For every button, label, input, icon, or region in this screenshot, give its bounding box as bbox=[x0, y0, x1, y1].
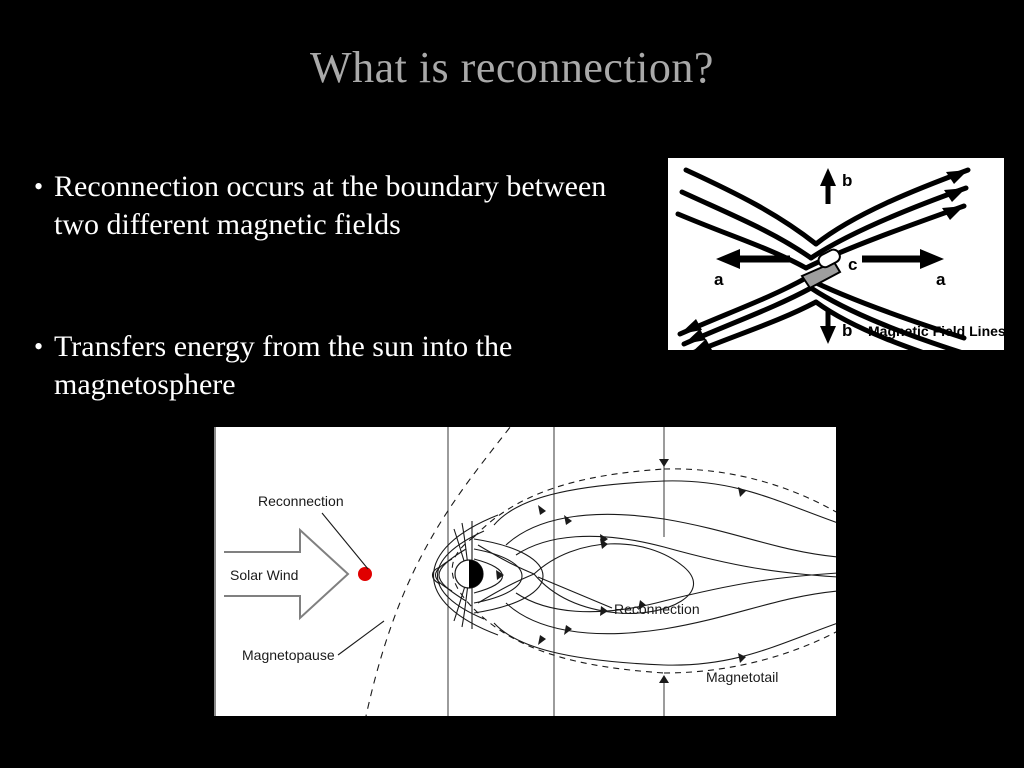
label-reconnection-dayside: Reconnection bbox=[258, 493, 344, 509]
label-outflow-left: a bbox=[714, 270, 724, 289]
outflow-arrow-right bbox=[862, 249, 944, 269]
bullet-marker-icon: • bbox=[34, 332, 44, 361]
outflow-arrow-left bbox=[716, 249, 790, 269]
label-outflow-right: a bbox=[936, 270, 946, 289]
xline-reconnection-figure: b b a a c bbox=[668, 158, 1004, 350]
bullet-text-1: Reconnection occurs at the boundary betw… bbox=[54, 170, 607, 241]
magnetosphere-figure: Solar Wind Reconnection Magnetopause Rec… bbox=[214, 427, 836, 716]
label-solar-wind: Solar Wind bbox=[230, 567, 298, 583]
earth-icon bbox=[454, 559, 484, 589]
spacecraft-icon bbox=[800, 248, 842, 290]
inflow-arrow-top bbox=[820, 168, 836, 204]
bullet-item-2: • Transfers energy from the sun into the… bbox=[28, 328, 658, 404]
bullet-text-2: Transfers energy from the sun into the m… bbox=[54, 330, 513, 401]
label-inflow-bottom: b bbox=[842, 321, 852, 340]
solar-wind-arrow-icon bbox=[224, 527, 350, 621]
label-magnetotail: Magnetotail bbox=[706, 669, 778, 685]
page-title: What is reconnection? bbox=[310, 43, 714, 92]
xline-caption: Magnetic Field Lines bbox=[868, 323, 1004, 339]
label-inflow-top: b bbox=[842, 171, 852, 190]
label-magnetopause: Magnetopause bbox=[242, 647, 335, 663]
inflow-arrow-bottom bbox=[820, 310, 836, 344]
bullet-marker-icon: • bbox=[34, 172, 44, 201]
label-reconnection-tail: Reconnection bbox=[614, 601, 700, 617]
bullet-item-1: • Reconnection occurs at the boundary be… bbox=[28, 168, 638, 244]
reconnection-point-marker bbox=[358, 567, 372, 581]
label-spacecraft: c bbox=[848, 255, 857, 274]
